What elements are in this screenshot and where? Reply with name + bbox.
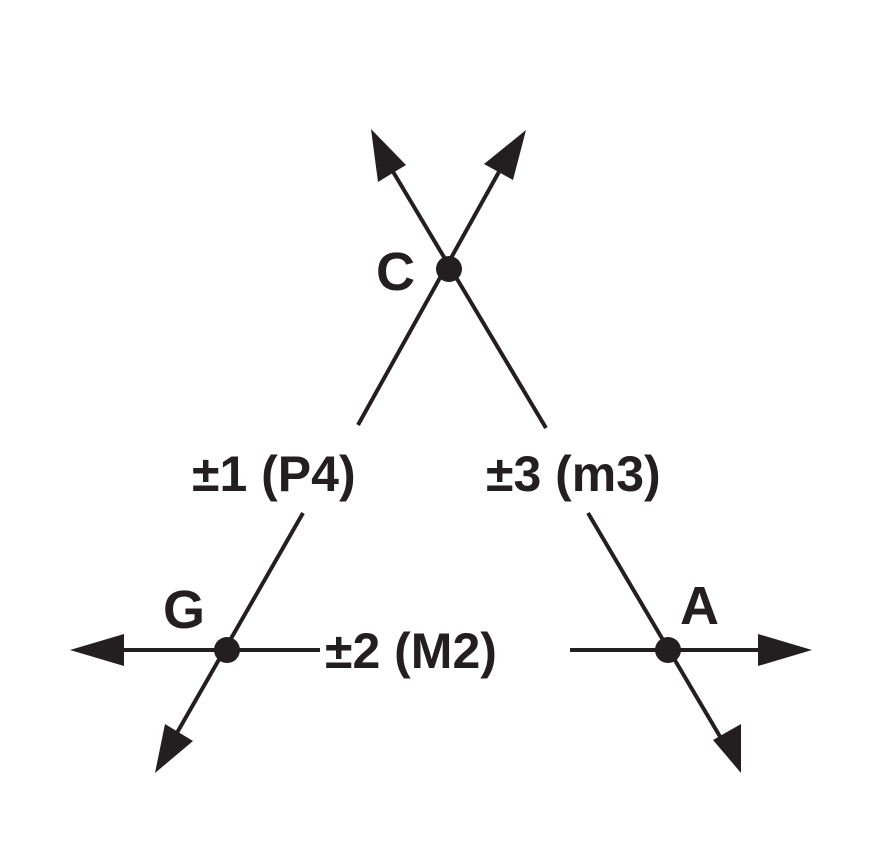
line-g-a — [70, 634, 812, 666]
arrowhead-upper-left — [371, 129, 406, 182]
edge-g-a-label: ±2 (M2) — [325, 623, 497, 679]
arrowhead-lower-right — [713, 724, 741, 773]
arrowhead-lower-left — [155, 724, 193, 773]
node-g-dot — [214, 637, 240, 663]
node-g-label: G — [163, 580, 205, 640]
line-c-a-lower — [586, 511, 727, 747]
node-c-label: C — [376, 242, 415, 302]
edge-c-g-label: ±1 (P4) — [192, 446, 356, 502]
line-c-g — [155, 130, 526, 773]
line-c-g-upper — [356, 169, 502, 426]
edge-c-a-label: ±3 (m3) — [486, 446, 661, 502]
line-c-a — [371, 129, 741, 773]
line-c-a-upper — [390, 168, 548, 430]
node-c-dot — [436, 256, 462, 282]
node-a-label: A — [680, 576, 719, 636]
node-a-dot — [655, 637, 681, 663]
line-c-g-lower — [168, 512, 305, 746]
arrowhead-right — [758, 634, 812, 666]
arrowhead-left — [70, 634, 124, 666]
arrowhead-upper-right — [484, 130, 526, 180]
